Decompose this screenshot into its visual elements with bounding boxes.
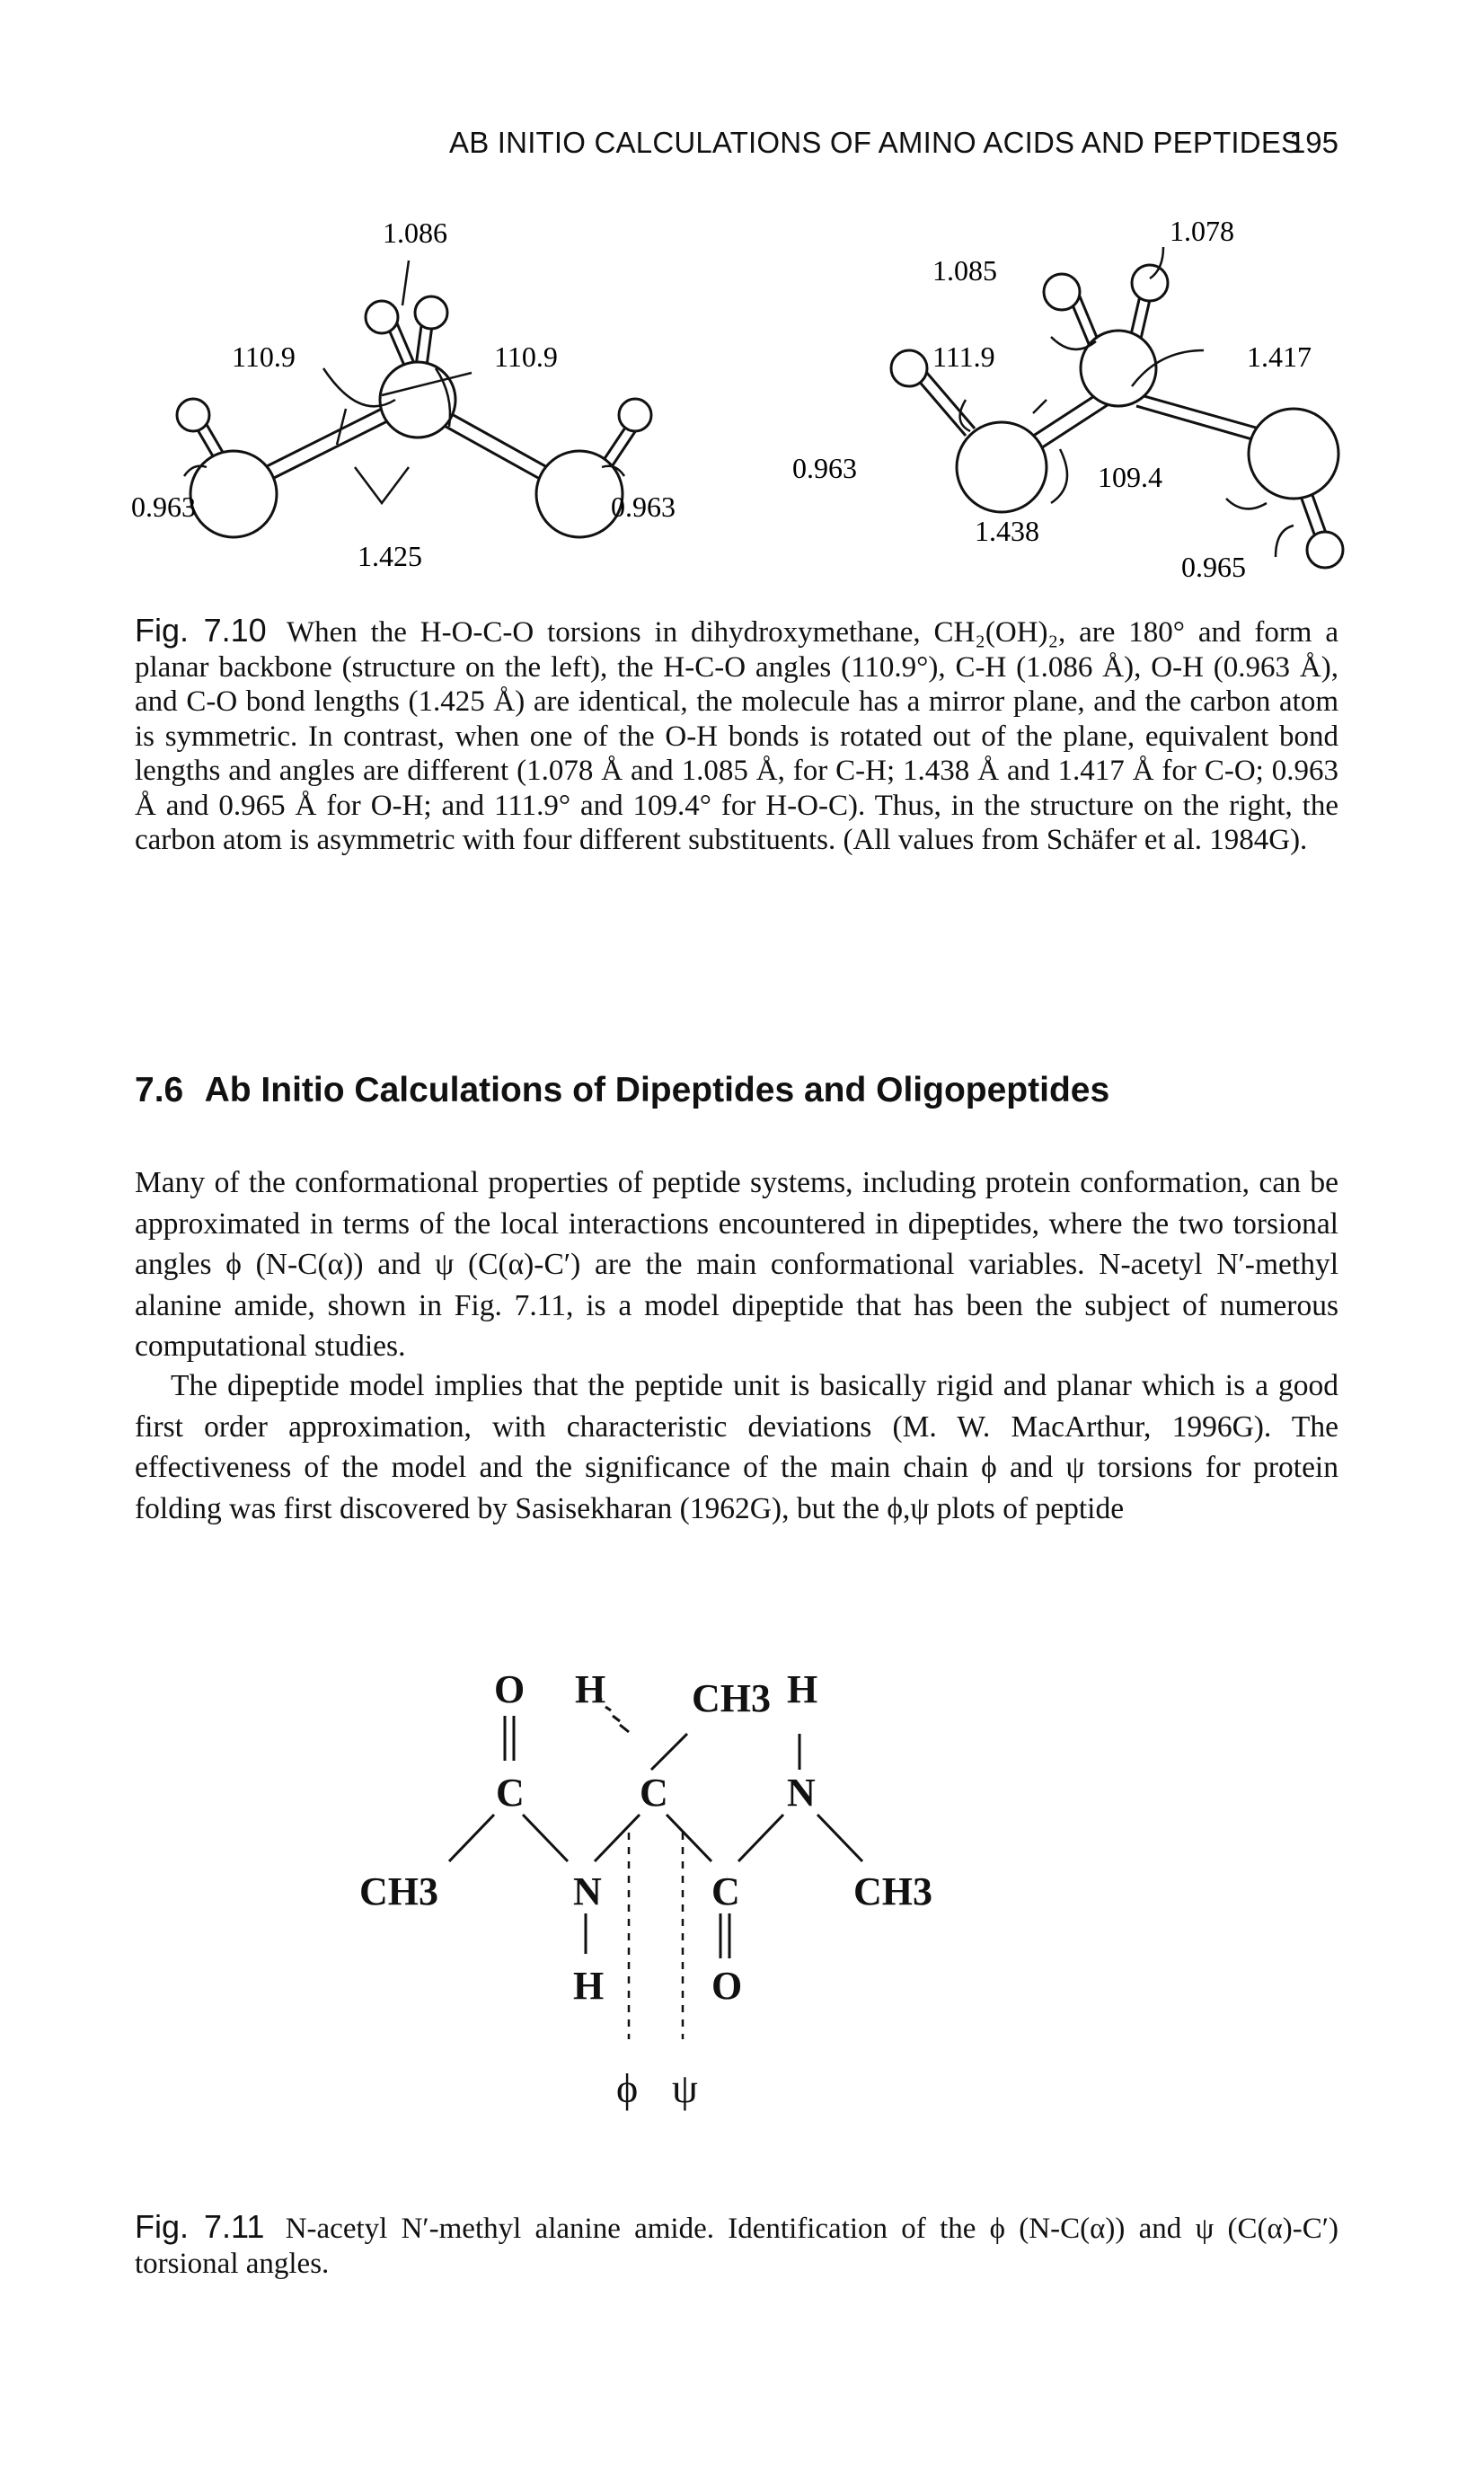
left-oxygen-2 xyxy=(534,449,624,539)
left-co-length: 1.425 xyxy=(358,540,422,572)
left-hydrogen-1 xyxy=(175,397,211,433)
atom-n-left: N xyxy=(573,1869,602,1913)
right-ch-length-top: 1.078 xyxy=(1170,215,1234,247)
atom-n-right: N xyxy=(787,1771,816,1815)
left-oh-length-right: 0.963 xyxy=(611,490,676,523)
left-hydrogen-4 xyxy=(413,295,449,331)
body-paragraph-2: The dipeptide model implies that the pep… xyxy=(135,1369,1338,1525)
torsion-axes xyxy=(627,1833,685,2039)
right-annotations xyxy=(958,246,1294,558)
dipeptide-bonds xyxy=(447,1696,864,1958)
right-co-length-left: 1.438 xyxy=(975,515,1039,547)
right-co-length-right: 1.417 xyxy=(1247,340,1312,373)
left-ch-length: 1.086 xyxy=(383,216,447,249)
running-header: AB INITIO CALCULATIONS OF AMINO ACIDS AN… xyxy=(449,126,1338,171)
figure-7-10-label: Fig. 7.10 xyxy=(135,612,267,649)
atom-c-carbonyl-right: C xyxy=(711,1869,740,1913)
left-hydrogen-3 xyxy=(364,299,400,335)
phi-label: ϕ xyxy=(616,2065,638,2111)
hashed-wedge xyxy=(597,1696,630,1734)
atom-c-carbonyl-left: C xyxy=(496,1771,525,1815)
atom-c-alpha: C xyxy=(640,1771,668,1815)
right-oh-length-left: 0.963 xyxy=(792,452,857,484)
figure-7-10-caption-text: When the H-O-C-O torsions in dihydroxyme… xyxy=(135,616,1338,856)
left-annotations xyxy=(182,260,626,506)
left-hco-angle-right: 110.9 xyxy=(494,340,558,373)
right-oxygen-1 xyxy=(955,420,1048,514)
section-title: Ab Initio Calculations of Dipeptides and… xyxy=(204,1071,1110,1109)
right-angle-right: 109.4 xyxy=(1098,461,1162,493)
figure-7-10-caption: Fig. 7.10 When the H-O-C-O torsions in d… xyxy=(135,612,1338,858)
right-hydrogen-3 xyxy=(1130,263,1170,303)
right-hydrogen-1 xyxy=(889,349,929,388)
figure-7-10: 1.086 110.9 110.9 0.963 0.963 1.425 xyxy=(131,215,1345,583)
atom-ch3-right: CH3 xyxy=(853,1869,932,1913)
psi-label: ψ xyxy=(672,2065,698,2111)
atom-o-top: O xyxy=(494,1667,525,1711)
left-carbon xyxy=(378,360,457,439)
atom-h-right-top: H xyxy=(787,1667,817,1711)
atom-ch3-top: CH3 xyxy=(692,1676,771,1720)
left-hydrogen-2 xyxy=(617,397,653,433)
section-heading: 7.6 Ab Initio Calculations of Dipeptides… xyxy=(135,1071,1338,1110)
section-number: 7.6 xyxy=(135,1071,184,1109)
page-number: 195 xyxy=(1288,126,1338,159)
atom-ch3-left: CH3 xyxy=(359,1869,438,1913)
right-hydrogen-2 xyxy=(1042,272,1082,312)
left-oh-length-left: 0.963 xyxy=(131,490,196,523)
body-paragraph-1: Many of the conformational properties of… xyxy=(135,1166,1338,1363)
right-oxygen-2 xyxy=(1247,407,1340,500)
figure-7-11-caption: Fig. 7.11 N-acetyl N′-methyl alanine ami… xyxy=(135,2208,1338,2281)
atom-h-bottom: H xyxy=(573,1964,604,2008)
figure-7-11-caption-text: N-acetyl N′-methyl alanine amide. Identi… xyxy=(135,2213,1338,2280)
atom-o-bottom: O xyxy=(711,1964,742,2008)
figure-7-11: O H CH3 H C C N CH3 N C CH3 H O ϕ ψ xyxy=(359,1667,932,2111)
right-carbon xyxy=(1079,329,1158,408)
figure-7-11-label: Fig. 7.11 xyxy=(135,2208,265,2245)
right-angle-left: 111.9 xyxy=(932,340,995,373)
left-hco-angle-left: 110.9 xyxy=(232,340,296,373)
right-hydrogen-4 xyxy=(1305,530,1345,570)
atom-h-top: H xyxy=(575,1667,605,1711)
left-oxygen-1 xyxy=(189,449,278,539)
running-title: AB INITIO CALCULATIONS OF AMINO ACIDS AN… xyxy=(449,126,1302,159)
right-ch-length-left: 1.085 xyxy=(932,254,997,287)
right-oh-length-right: 0.965 xyxy=(1181,551,1246,583)
